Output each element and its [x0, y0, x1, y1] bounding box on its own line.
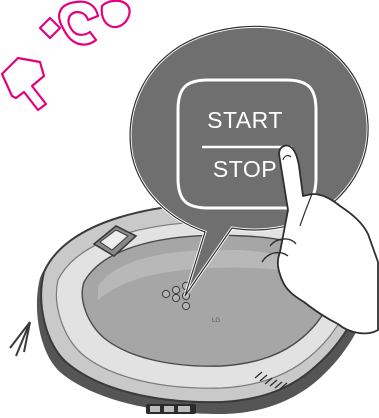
stop-label: STOP: [186, 158, 304, 181]
side-brush: [10, 322, 30, 356]
start-label: START: [186, 109, 304, 132]
watermark: [2, 1, 130, 110]
svg-text:LG: LG: [212, 318, 220, 324]
